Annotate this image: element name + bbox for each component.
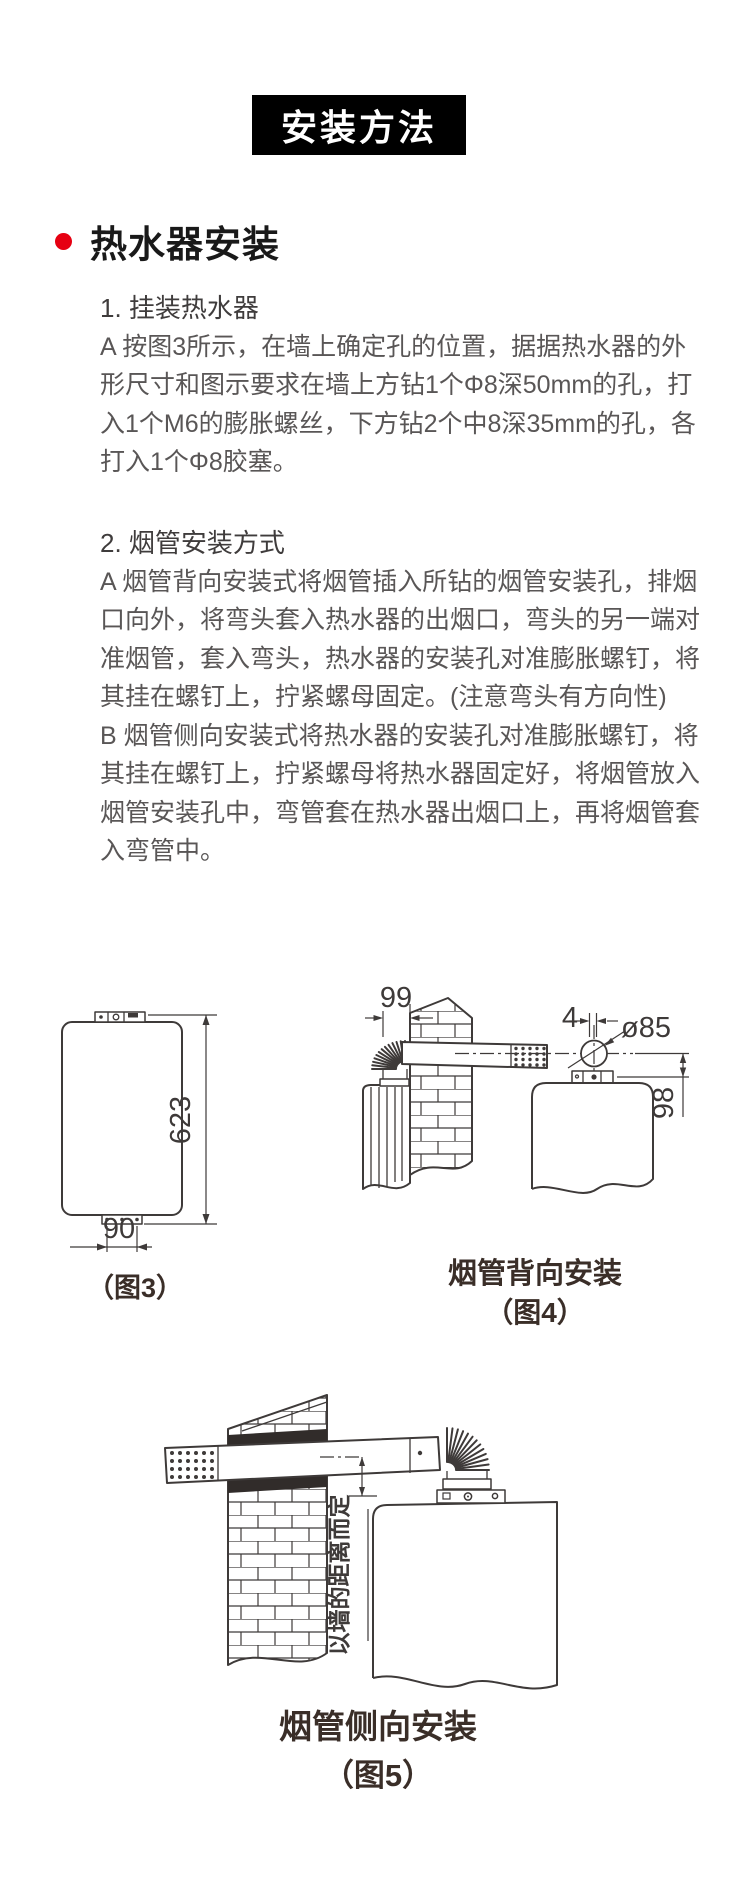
flue-pipe — [401, 1041, 548, 1069]
instruction-line: 烟管安装孔中，弯管套在热水器出烟口上，再将烟管套 — [100, 798, 701, 827]
brick-wall — [409, 997, 473, 1176]
svg-text:4: 4 — [562, 1002, 578, 1034]
instruction-line: A 按图3所示，在墙上确定孔的位置，据据热水器的外 — [100, 332, 687, 361]
heater-side-view — [362, 1084, 411, 1190]
instruction-line: A 烟管背向安装式将烟管插入所钻的烟管安装孔，排烟 — [100, 567, 698, 596]
flue-elbow — [371, 1040, 410, 1087]
fig4-dim-4: 4 — [562, 1002, 618, 1037]
fig4-dim-99: 99 — [365, 985, 433, 1037]
section-title: 热水器安装 — [90, 224, 280, 265]
pipe-perforations — [170, 1451, 214, 1479]
svg-text:以墙的距离而定: 以墙的距离而定 — [326, 1495, 352, 1656]
instruction-line: 打入1个Φ8胶塞。 — [100, 448, 298, 476]
svg-text:98: 98 — [648, 1087, 680, 1119]
instruction-line: 其挂在螺钉上，拧紧螺母固定。(注意弯头有方向性) — [100, 683, 667, 711]
banner-title: 安装方法 — [280, 107, 437, 148]
figure3-diagram: 623 90 — [61, 1011, 217, 1252]
figure3-caption: （图3） — [86, 1273, 184, 1303]
svg-text:99: 99 — [380, 985, 412, 1014]
fig3-height-dimension: 623 — [144, 1014, 217, 1225]
instruction-line: 准烟管，套入弯头，热水器的安装孔对准膨胀螺钉，将 — [100, 644, 701, 673]
brick-wall — [227, 1394, 328, 1666]
step1-heading: 1. 挂装热水器 — [100, 293, 259, 323]
heater-top-view — [531, 1070, 654, 1194]
instruction-line: 其挂在螺钉上，拧紧螺母将热水器固定好，将烟管放入 — [100, 760, 701, 788]
svg-text:90: 90 — [103, 1213, 135, 1245]
fig5-wall-distance-dimension: 以墙的距离而定 — [320, 1456, 377, 1656]
instruction-line: 入1个M6的膨胀螺丝，下方钻2个中8深35mm的孔，各 — [100, 409, 696, 438]
red-bullet-icon — [55, 233, 72, 250]
instruction-line: B 烟管侧向安装式将热水器的安装孔对准膨胀螺钉，将 — [100, 721, 699, 750]
instruction-line: 形尺寸和图示要求在墙上方钻1个Φ8深50mm的孔，打 — [100, 371, 693, 399]
fig4-dim-diameter: ø85 — [621, 1012, 671, 1044]
step2-heading: 2. 烟管安装方式 — [100, 528, 285, 558]
figure5-diagram: 以墙的距离而定 — [164, 1394, 558, 1690]
flue-pipe — [164, 1436, 441, 1484]
figure5-title: 烟管侧向安装 — [279, 1708, 477, 1745]
instruction-line: 入弯管中。 — [100, 837, 226, 865]
svg-text:623: 623 — [165, 1096, 197, 1144]
step2-block: 2. 烟管安装方式 A 烟管背向安装式将烟管插入所钻的烟管安装孔，排烟 口向外，… — [100, 524, 700, 871]
figure5-caption: （图5） — [322, 1758, 434, 1793]
figure4-diagram: 99 4 ø85 — [362, 985, 689, 1194]
heater-top-section — [372, 1478, 558, 1690]
figure4-caption: （图4） — [485, 1297, 585, 1328]
step1-block: 1. 挂装热水器 A 按图3所示，在墙上确定孔的位置，据据热水器的外 形尺寸和图… — [100, 289, 696, 482]
instruction-line: 口向外，将弯头套入热水器的出烟口，弯头的另一端对 — [100, 606, 701, 634]
heater-front-outline — [61, 1011, 183, 1225]
fig3-width-dimension: 90 — [70, 1213, 152, 1252]
figure4-title: 烟管背向安装 — [447, 1258, 622, 1290]
section-banner: 安装方法 — [252, 95, 466, 155]
flue-elbow — [446, 1427, 490, 1479]
fig4-dim-98: 98 — [617, 1052, 689, 1119]
